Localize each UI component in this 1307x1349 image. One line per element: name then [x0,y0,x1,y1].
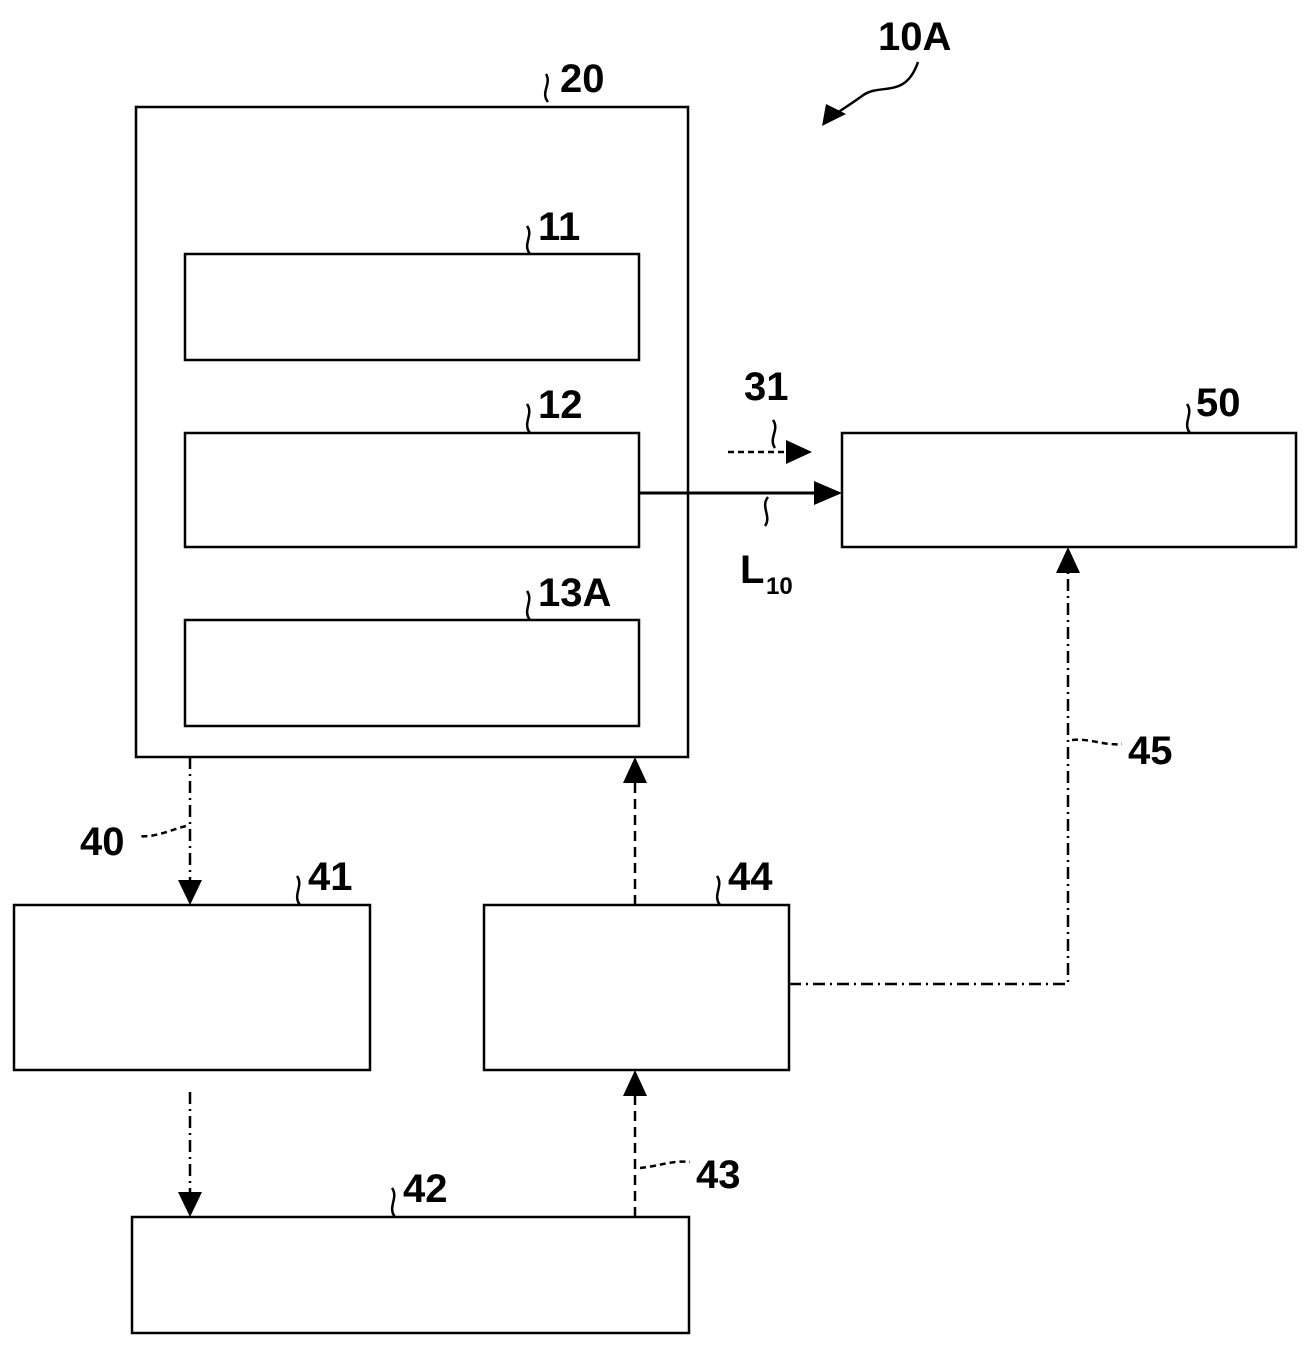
sub-block-12: 12 [183,383,641,549]
label-50: 50 [1196,381,1241,425]
path-43: 43 [623,1070,741,1217]
label-41: 41 [308,855,353,899]
arrowhead-31 [786,440,812,464]
arrow-31: 31 [728,365,812,464]
path-45: 45 [789,547,1173,986]
label-10A: 10A [878,15,951,59]
arrowhead-40 [178,880,202,905]
arrowhead-10A [822,104,846,126]
label-L-subscript: 10 [766,573,793,600]
label-45: 45 [1128,729,1173,773]
label-L: L [740,548,764,592]
bottom-block-42: 42 [130,1167,691,1335]
label-43: 43 [696,1153,741,1197]
system-label-10A: 10A [822,15,951,126]
sub-block-13A: 13A [183,571,641,728]
arrowhead-44-20 [623,757,647,783]
target-block-50: 50 [840,381,1298,549]
path-44-to-20 [623,757,647,905]
label-12: 12 [538,383,583,427]
path-40: 40 [80,757,202,905]
label-42: 42 [403,1167,448,1211]
path-41-to-42 [178,1092,202,1217]
lower-right-block-44: 44 [482,855,791,1072]
label-31: 31 [744,365,789,409]
label-11: 11 [538,205,580,249]
label-13A: 13A [538,571,611,615]
label-20: 20 [560,57,605,101]
beam-L10: L 10 [639,481,842,600]
lower-left-block-41: 41 [12,855,372,1072]
arrowhead-41-42 [178,1192,202,1217]
arrowhead-43 [623,1070,647,1096]
arrowhead-45 [1056,547,1080,573]
label-44: 44 [728,855,773,899]
arrowhead-beam [814,481,842,505]
label-40: 40 [80,820,125,864]
sub-block-11: 11 [183,205,641,362]
